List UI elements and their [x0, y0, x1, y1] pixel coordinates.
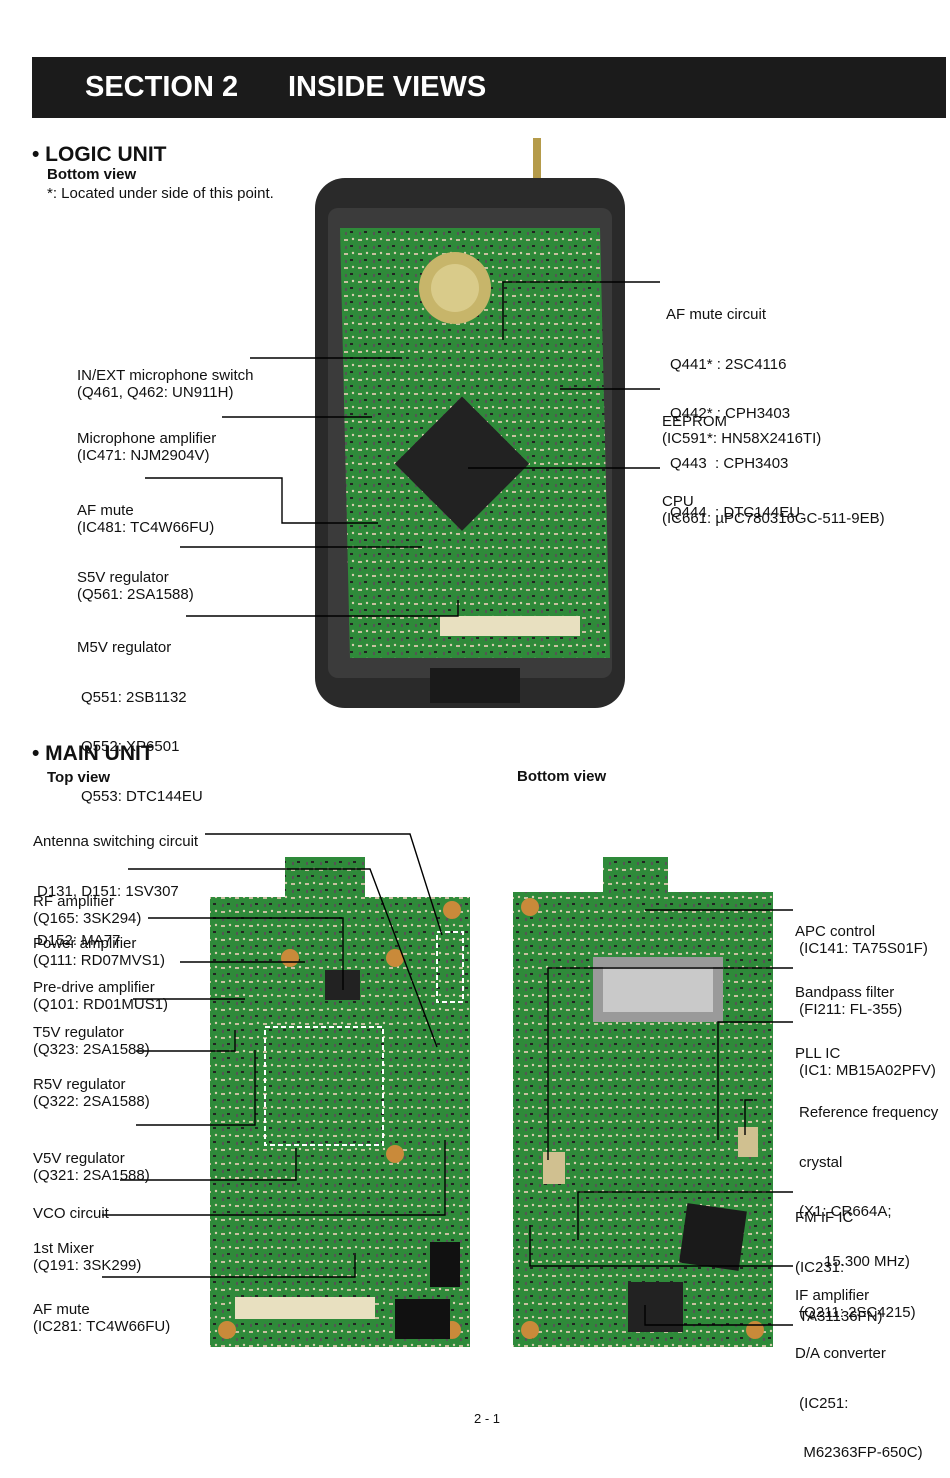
- label-predrive-amp: Pre-drive amplifier(Q101: RD01MUS1): [33, 979, 169, 1013]
- logic-note: *: Located under side of this point.: [47, 185, 274, 202]
- label-bandpass-filter: Bandpass filter (FI211: FL-355): [795, 984, 903, 1018]
- label-pll-ic: PLL IC (IC1: MB15A02PFV): [795, 1045, 936, 1079]
- logic-bottom-view-label: Bottom view: [47, 166, 137, 183]
- label-m5v: M5V regulator Q551: 2SB1132 Q552: XP6501…: [77, 639, 203, 805]
- main-unit-top-photo: [210, 857, 470, 1347]
- label-af-mute-circuit: AF mute circuit Q441* : 2SC4116 Q442* : …: [666, 306, 801, 521]
- main-top-view-label: Top view: [47, 769, 111, 786]
- label-eeprom: EEPROM(IC591*: HN58X2416TI): [662, 413, 822, 447]
- label-r5v: R5V regulator(Q322: 2SA1588): [33, 1076, 150, 1110]
- label-1st-mixer: 1st Mixer(Q191: 3SK299): [33, 1240, 142, 1274]
- label-s5v: S5V regulator(Q561: 2SA1588): [77, 569, 194, 603]
- label-cpu: CPU(IC661: µPC780316GC-511-9EB): [662, 493, 885, 527]
- section-title: INSIDE VIEWS: [288, 71, 487, 103]
- label-t5v: T5V regulator(Q323: 2SA1588): [33, 1024, 150, 1058]
- label-antenna-switch: Antenna switching circuit D131, D151: 1S…: [33, 833, 199, 949]
- logic-unit-photo: [315, 138, 625, 708]
- label-da-converter: D/A converter (IC251: M62363FP-650C): [795, 1345, 923, 1461]
- label-vco: VCO circuit: [33, 1205, 109, 1222]
- leader-lines: [102, 281, 793, 1326]
- label-reference-crystal: Reference frequency crystal (X1: CR664A;…: [799, 1104, 939, 1270]
- page-number: 2 - 1: [474, 1411, 501, 1426]
- label-apc-control: APC control (IC141: TA75S01F): [795, 923, 928, 957]
- label-mic-amp: Microphone amplifier(IC471: NJM2904V): [77, 430, 217, 464]
- main-bottom-view-label: Bottom view: [517, 768, 607, 785]
- label-mic-switch: IN/EXT microphone switch(Q461, Q462: UN9…: [77, 367, 254, 401]
- label-fm-if-ic: FM IF IC (IC231: TA31136FN): [795, 1209, 883, 1325]
- label-logic-af-mute: AF mute(IC481: TC4W66FU): [77, 502, 215, 536]
- section-number: SECTION 2: [85, 71, 239, 103]
- label-main-af-mute: AF mute(IC281: TC4W66FU): [33, 1301, 171, 1335]
- section-banner: SECTION 2 INSIDE VIEWS: [32, 57, 946, 118]
- label-rf-amp: RF amplifier(Q165: 3SK294): [33, 893, 142, 927]
- logic-unit-heading: • LOGIC UNIT: [32, 143, 167, 166]
- label-if-amplifier: IF amplifier (Q211: 2SC4215): [795, 1287, 916, 1321]
- label-v5v: V5V regulator(Q321: 2SA1588): [33, 1150, 150, 1184]
- main-unit-heading: • MAIN UNIT: [32, 742, 154, 765]
- label-power-amp: Power amplifier(Q111: RD07MVS1): [33, 935, 165, 969]
